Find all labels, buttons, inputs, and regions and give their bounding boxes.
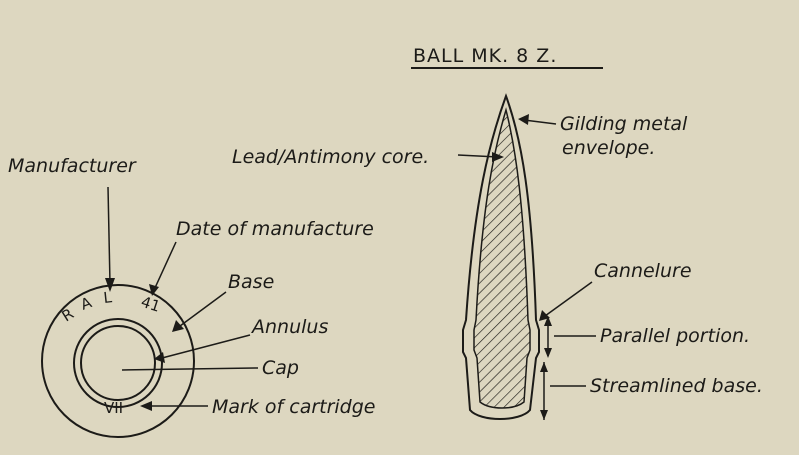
- label-mark-of-cartridge: Mark of cartridge: [212, 396, 376, 418]
- cap-circle: [80, 325, 156, 401]
- label-lead-antimony-core: Lead/Antimony core.: [232, 146, 429, 168]
- label-manufacturer: Manufacturer: [8, 155, 137, 177]
- leader-envelope: [523, 119, 557, 125]
- arrow-manufacturer: [105, 278, 115, 292]
- label-cannelure: Cannelure: [594, 260, 692, 282]
- gilding-metal-envelope: [462, 93, 540, 420]
- label-annulus: Annulus: [250, 316, 328, 338]
- label-streamlined-base: Streamlined base.: [590, 375, 763, 397]
- leader-date: [153, 241, 177, 291]
- arrow-parallel-bottom: [544, 348, 552, 358]
- leader-annulus: [161, 334, 251, 359]
- label-parallel-portion: Parallel portion.: [600, 325, 750, 347]
- arrow-mark: [140, 401, 152, 411]
- label-cap: Cap: [262, 357, 299, 379]
- bullet-cross-section: [462, 93, 540, 420]
- stamp-letter-a: A: [78, 293, 94, 314]
- leader-cannelure: [544, 281, 593, 317]
- arrow-annulus: [154, 352, 165, 363]
- annulus-outer-circle: [73, 318, 163, 408]
- label-gilding-metal-line1: Gilding metal: [560, 113, 688, 135]
- label-gilding-metal-line2: envelope.: [562, 137, 655, 159]
- arrow-streamlined-top: [540, 362, 548, 372]
- arrow-parallel-top: [544, 316, 552, 326]
- label-date-of-manufacture: Date of manufacture: [176, 218, 374, 240]
- leader-base: [179, 291, 227, 327]
- label-base: Base: [228, 271, 274, 293]
- stamp-mark: VII: [104, 399, 123, 417]
- stamp-letter-r: R: [59, 305, 77, 326]
- arrow-envelope: [518, 114, 529, 125]
- leader-core: [457, 154, 499, 158]
- lead-antimony-core: [473, 107, 531, 409]
- leader-manufacturer: [107, 186, 111, 285]
- arrow-core: [492, 152, 504, 162]
- arrow-base: [172, 320, 184, 332]
- leader-cap: [121, 367, 259, 371]
- base-outer-circle: [41, 284, 195, 438]
- cartridge-base-view: R A L 41 VII: [41, 284, 195, 438]
- diagram-title: BALL MK. 8 Z.: [413, 45, 557, 67]
- stamp-letter-l: L: [103, 288, 114, 307]
- arrow-streamlined-bottom: [540, 410, 548, 420]
- stamp-year: 41: [139, 293, 163, 316]
- arrow-date: [149, 284, 159, 296]
